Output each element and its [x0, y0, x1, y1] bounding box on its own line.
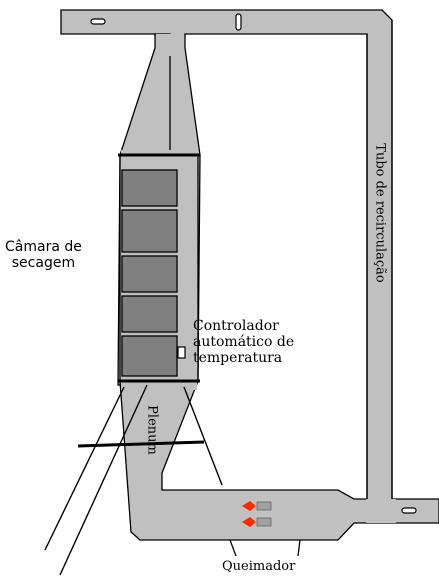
controller-label: Controlador automático de temperatura [193, 318, 294, 366]
burner-label: Queimador [222, 559, 296, 574]
tray-2 [121, 209, 178, 253]
controller-label-line2: automático de [193, 334, 295, 351]
burner [229, 501, 301, 557]
damper-outlet [401, 507, 417, 514]
tray-4 [121, 295, 178, 333]
flame-icon [242, 501, 256, 511]
support-legs [44, 384, 223, 576]
drying-chamber-label-line1: Câmara de [5, 239, 82, 255]
tray-1 [121, 169, 178, 207]
damper-top-right [235, 13, 242, 31]
drying-trays [121, 169, 178, 377]
tray-5 [121, 335, 178, 377]
temperature-controller-sensor [177, 346, 186, 359]
damper-top-left [90, 18, 106, 25]
drying-chamber-label: Câmara de secagem [5, 239, 82, 271]
tray-3 [121, 255, 178, 293]
plenum-label: Plenum [144, 405, 160, 455]
controller-label-line1: Controlador [193, 318, 279, 334]
drying-chamber-label-line2: secagem [11, 255, 76, 272]
controller-label-line3: temperatura [193, 350, 283, 367]
recirculation-tube-label: Tubo de recirculação [372, 143, 388, 283]
flame-icon [242, 517, 256, 527]
